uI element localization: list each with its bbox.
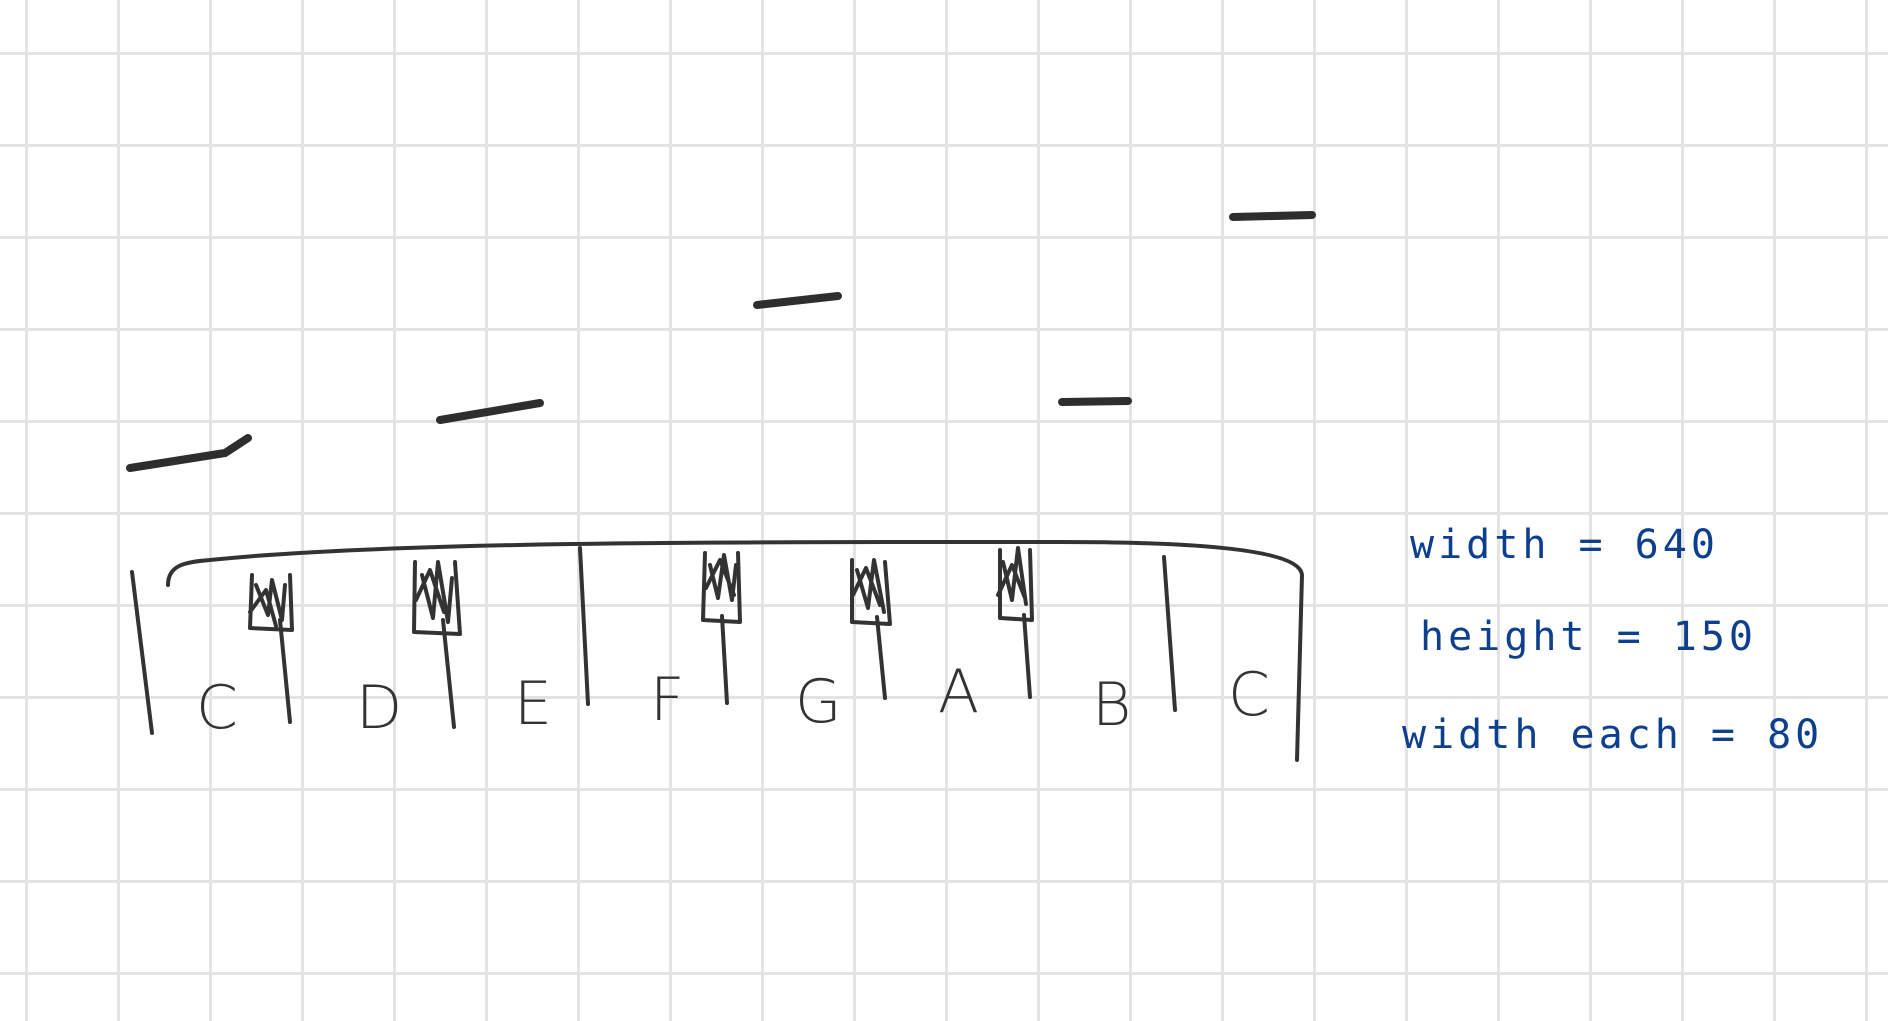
key-divider xyxy=(578,546,590,706)
key-divider xyxy=(1162,555,1177,712)
note-dash xyxy=(436,399,544,424)
note-dashes xyxy=(126,211,1316,472)
key-divider xyxy=(1022,613,1032,699)
black-key xyxy=(248,573,294,632)
black-key xyxy=(701,551,742,624)
key-divider xyxy=(441,618,456,729)
key-label: B xyxy=(1092,670,1131,740)
key-divider xyxy=(278,618,292,724)
key-label: G xyxy=(795,667,842,737)
key-divider xyxy=(720,614,729,705)
key-label: C xyxy=(1228,660,1270,730)
black-keys xyxy=(248,546,1034,636)
keyboard-outline xyxy=(130,539,1304,762)
annotation-width-each: width each = 80 xyxy=(1402,712,1824,758)
key-label: A xyxy=(938,657,979,727)
key-divider xyxy=(875,615,887,700)
annotation-width: width = 640 xyxy=(1410,522,1719,568)
key-label: E xyxy=(514,669,552,739)
black-key xyxy=(412,560,462,636)
key-labels: C D E F G A B C xyxy=(196,657,1270,743)
key-dividers xyxy=(278,546,1177,729)
key-label: F xyxy=(650,665,685,735)
key-label: D xyxy=(356,673,402,743)
note-dash xyxy=(1229,211,1316,221)
annotation-height: height = 150 xyxy=(1420,614,1757,660)
note-dash xyxy=(126,434,252,472)
black-key xyxy=(850,558,892,626)
note-dash xyxy=(1058,397,1132,406)
note-dash xyxy=(753,292,842,309)
key-label: C xyxy=(196,673,238,743)
black-key xyxy=(996,546,1034,622)
